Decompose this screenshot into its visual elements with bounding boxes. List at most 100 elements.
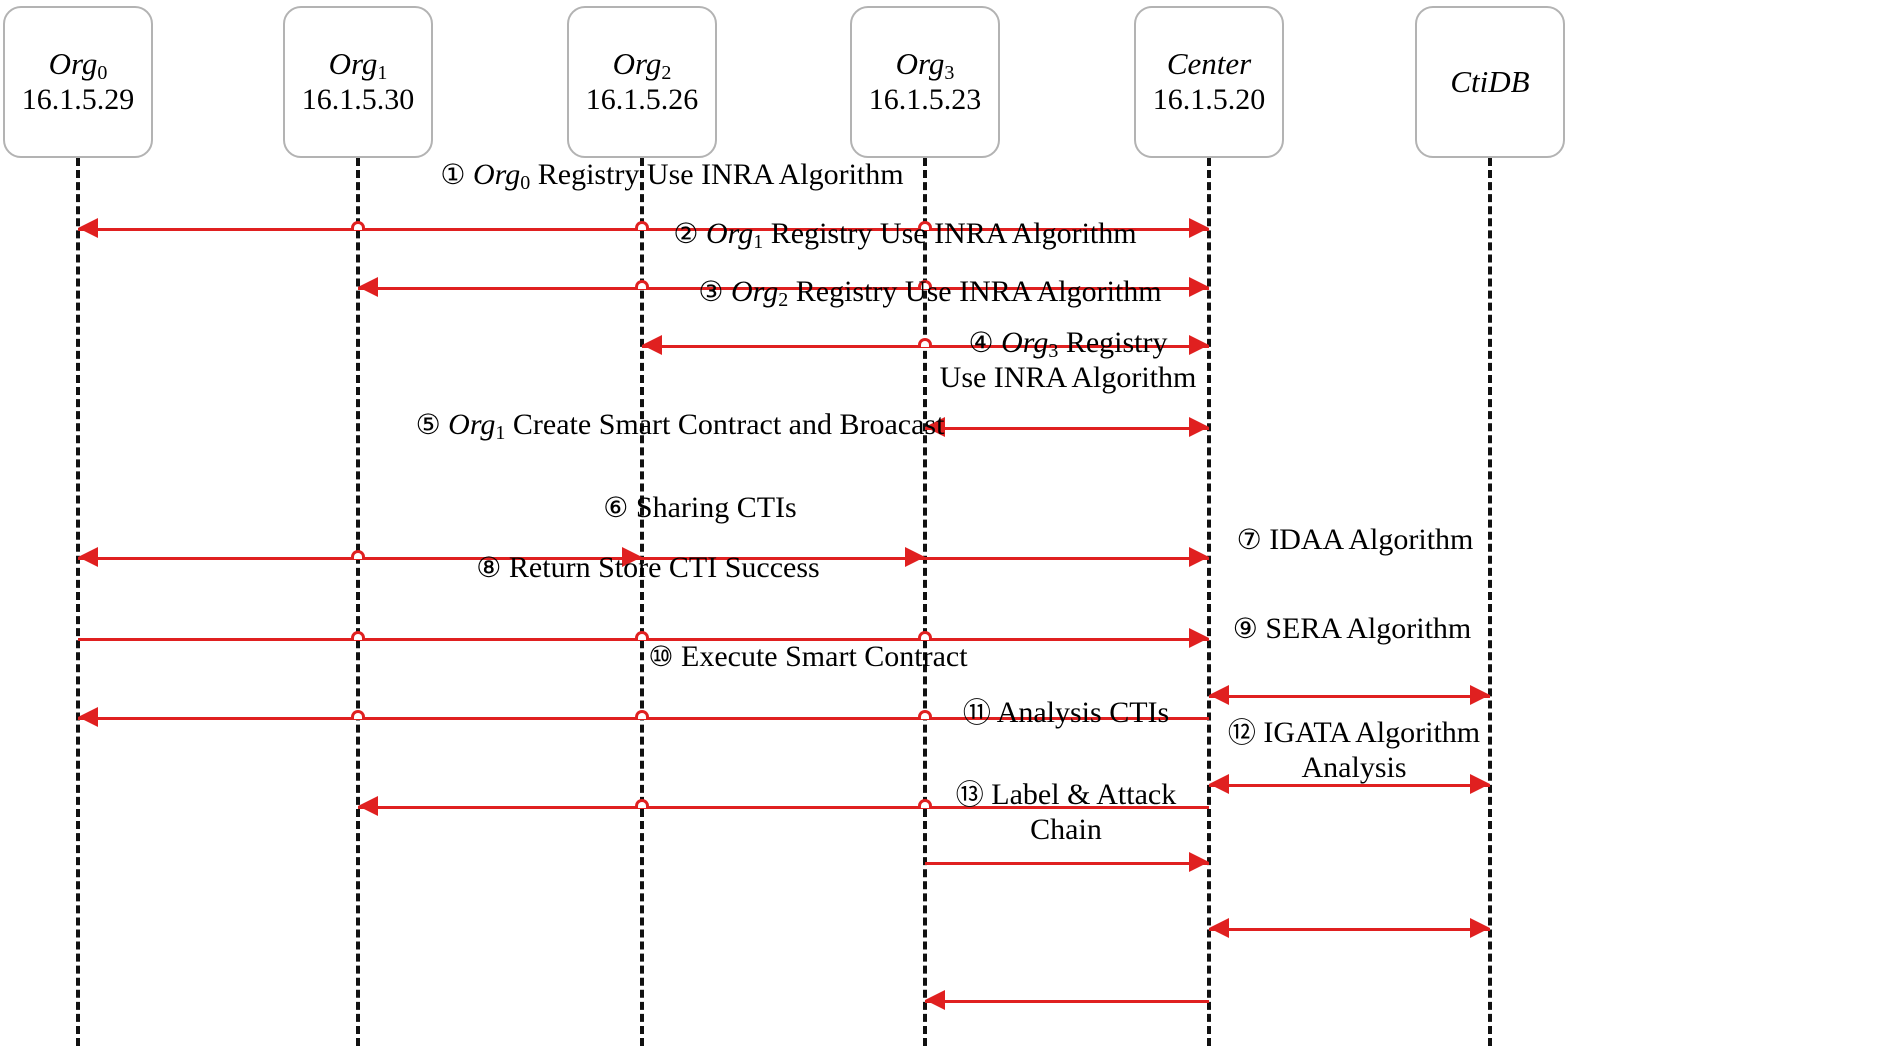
participant-name-org1: Org1: [328, 46, 388, 85]
message-number: ⑩: [648, 640, 674, 673]
line-hop: [351, 631, 365, 640]
message-text: Registry Use INRA Algorithm: [530, 158, 904, 191]
line-hop: [918, 338, 932, 347]
message-number: ⑥: [603, 491, 629, 524]
message-label-6: ⑥ Sharing CTIs: [603, 491, 796, 526]
message-actor-ref: Org3: [1001, 326, 1059, 362]
line-hop: [635, 631, 649, 640]
arrow-head-left: [642, 335, 662, 355]
arrow-head-right: [1189, 335, 1209, 355]
message-number: ⑧: [476, 551, 502, 584]
arrow-head-left: [78, 218, 98, 238]
message-number: ④: [968, 326, 994, 359]
arrow-head-right: [1189, 218, 1209, 238]
participant-name-center: Center: [1166, 46, 1252, 82]
arrow-shaft: [1209, 928, 1490, 931]
message-label-1: ① Org0 Registry Use INRA Algorithm: [440, 158, 904, 194]
message-label-10: ⑩ Execute Smart Contract: [648, 640, 967, 675]
participant-box-ctidb[interactable]: CtiDB: [1415, 6, 1565, 158]
message-label-3: ③ Org2 Registry Use INRA Algorithm: [698, 275, 1162, 311]
participant-address-org2: 16.1.5.26: [585, 83, 699, 117]
line-hop: [918, 631, 932, 640]
lifeline-org2: [640, 158, 644, 1046]
arrow-head-left: [78, 547, 98, 567]
message-number: ⑤: [415, 408, 441, 441]
message-text: Create Smart Contract and Broacast: [505, 408, 945, 441]
participant-name-org0: Org0: [48, 46, 108, 85]
message-actor-ref: Org0: [473, 158, 531, 194]
arrow-shaft: [358, 806, 1209, 809]
participant-address-org1: 16.1.5.30: [301, 83, 415, 117]
arrow-head-left: [358, 277, 378, 297]
message-actor-ref: Org1: [448, 408, 506, 444]
arrow-shaft: [1209, 784, 1490, 787]
message-label-5: ⑤ Org1 Create Smart Contract and Broacas…: [415, 408, 945, 444]
arrow-shaft: [78, 557, 1209, 560]
participant-name-org2: Org2: [612, 46, 672, 85]
arrow-head-right: [1189, 547, 1209, 567]
lifeline-ctidb: [1488, 158, 1492, 1046]
line-hop: [918, 280, 932, 289]
arrow-head-left: [78, 707, 98, 727]
participant-name-org3: Org3: [895, 46, 955, 85]
arrow-head-left: [1209, 918, 1229, 938]
arrow-head-right: [1189, 852, 1209, 872]
arrow-shaft: [1209, 695, 1490, 698]
participant-name-ctidb: CtiDB: [1450, 63, 1530, 99]
arrow-head-right: [1470, 918, 1490, 938]
arrow-head-left: [925, 417, 945, 437]
message-text: Return Store CTI Success: [508, 551, 820, 584]
line-hop: [635, 710, 649, 719]
arrow-shaft: [925, 862, 1209, 865]
message-number: ⑦: [1236, 523, 1262, 556]
arrow-head-right: [1189, 277, 1209, 297]
message-label-9: ⑨ SERA Algorithm: [1233, 612, 1471, 647]
message-actor-ref: Org1: [706, 217, 764, 253]
message-number: ③: [698, 275, 724, 308]
message-text: Analysis CTIs: [996, 696, 1170, 729]
arrow-head-left: [1209, 685, 1229, 705]
line-hop: [918, 221, 932, 230]
message-number: ②: [673, 217, 699, 250]
message-text: Registry Use INRA Algorithm: [763, 217, 1137, 250]
participant-address-center: 16.1.5.20: [1152, 83, 1266, 117]
arrow-head-right: [905, 547, 925, 567]
arrow-shaft: [925, 1000, 1209, 1003]
line-hop: [351, 221, 365, 230]
participant-address-org0: 16.1.5.29: [21, 83, 135, 117]
arrow-shaft: [925, 427, 1209, 430]
message-number: ⑨: [1232, 612, 1258, 645]
message-label-2: ② Org1 Registry Use INRA Algorithm: [673, 217, 1137, 253]
message-number: ⑪: [962, 696, 991, 729]
arrow-head-right: [622, 547, 642, 567]
message-text: IDAA Algorithm: [1269, 523, 1474, 556]
line-hop: [918, 799, 932, 808]
message-label-7: ⑦ IDAA Algorithm: [1237, 523, 1474, 558]
line-hop: [351, 710, 365, 719]
line-hop: [918, 710, 932, 719]
lifeline-org3: [923, 158, 927, 1046]
arrow-head-right: [1470, 774, 1490, 794]
message-text: Registry Use INRA Algorithm: [788, 275, 1162, 308]
lifeline-center: [1207, 158, 1211, 1046]
arrow-head-left: [358, 796, 378, 816]
message-number: ①: [440, 158, 466, 191]
arrow-head-left: [925, 990, 945, 1010]
lifeline-org1: [356, 158, 360, 1046]
line-hop: [635, 221, 649, 230]
message-label-11: ⑪ Analysis CTIs: [963, 696, 1169, 731]
message-text: SERA Algorithm: [1265, 612, 1472, 645]
participant-address-org3: 16.1.5.23: [868, 83, 982, 117]
message-number: ⑫: [1227, 716, 1256, 749]
arrow-head-right: [1189, 628, 1209, 648]
